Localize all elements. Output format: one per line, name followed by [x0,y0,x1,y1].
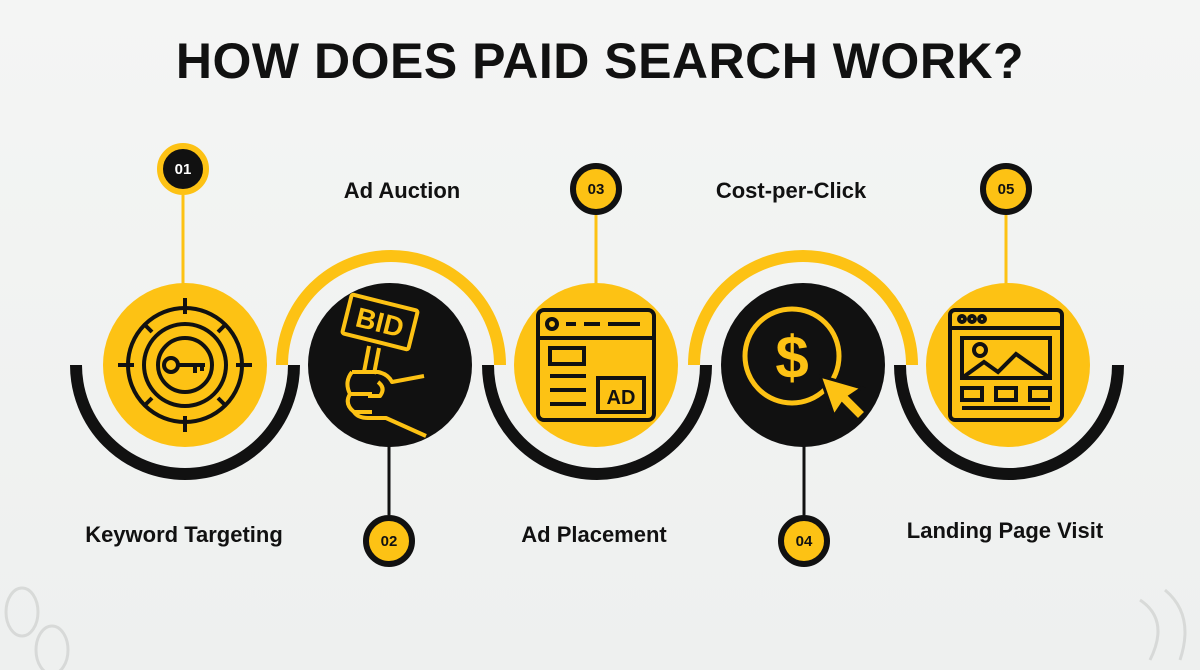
step-label-keyword-targeting: Keyword Targeting [85,522,283,547]
step-badge-04: 04 [778,515,830,567]
step-label-landing-page-visit: Landing Page Visit [906,518,1104,543]
svg-text:AD: AD [607,387,636,409]
wave-track [70,250,1124,480]
webpage-ad-icon: AD [536,308,656,422]
landing-page-icon [948,308,1064,422]
step-label-ad-auction: Ad Auction [343,178,461,203]
connector-lines [181,195,1008,515]
dollar-cursor-icon: $ [742,306,869,423]
background-decoration [4,586,1187,670]
step-label-cost-per-click: Cost-per-Click [715,178,867,203]
target-key-icon [118,298,252,432]
svg-text:$: $ [775,324,808,391]
step-badge-02: 02 [363,515,415,567]
step-badge-03: 03 [570,163,622,215]
step-label-ad-placement: Ad Placement [521,522,667,547]
step-badge-05: 05 [980,163,1032,215]
step-badge-01: 01 [157,143,209,195]
page-title: HOW DOES PAID SEARCH WORK? [175,33,1025,89]
